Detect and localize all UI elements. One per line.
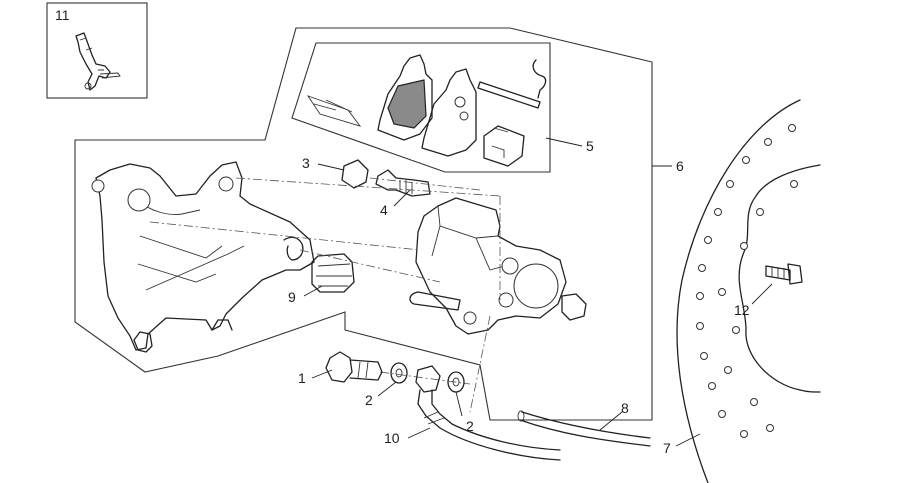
callout-2-right: 2 <box>466 418 474 434</box>
kit-outline-part-6 <box>74 27 653 421</box>
banjo-bolt-part-1 <box>325 351 383 383</box>
callout-6: 6 <box>676 158 684 174</box>
inset-box-part-11 <box>46 2 148 99</box>
brake-hose-part-10 <box>415 365 561 461</box>
callout-3: 3 <box>302 155 310 171</box>
hose-part-8 <box>517 410 651 447</box>
pad-kit-outline-part-5 <box>291 42 551 173</box>
r-clip <box>532 59 547 99</box>
disc-holes <box>696 124 798 438</box>
callout-7: 7 <box>663 440 671 456</box>
leader-lines <box>303 137 773 447</box>
brake-pad-with-lining <box>377 54 433 141</box>
callout-12: 12 <box>734 302 750 318</box>
pad-pin <box>477 81 541 109</box>
brake-disc-part-7 <box>676 99 821 483</box>
callout-4: 4 <box>380 202 388 218</box>
disc-bolt-part-12 <box>765 263 803 285</box>
copper-washer-part-2a <box>390 362 408 384</box>
bleed-cap-part-3 <box>341 159 369 189</box>
caliper-bracket <box>91 161 315 353</box>
rubber-boot-part-9 <box>311 253 355 293</box>
callout-10: 10 <box>384 430 400 446</box>
anti-rattle-plate <box>483 125 525 167</box>
pad-spring-clip <box>306 95 362 127</box>
caliper-body <box>409 197 587 335</box>
callout-8: 8 <box>621 400 629 416</box>
clip-part-11 <box>75 32 121 91</box>
callout-5: 5 <box>586 138 594 154</box>
callout-2-left: 2 <box>365 392 373 408</box>
brake-pad-backing <box>421 68 477 157</box>
callout-11: 11 <box>55 7 70 23</box>
bleed-valve-part-4 <box>375 169 431 197</box>
assembly-centerlines <box>149 177 501 413</box>
callout-1: 1 <box>298 370 306 386</box>
callout-9: 9 <box>288 289 296 305</box>
